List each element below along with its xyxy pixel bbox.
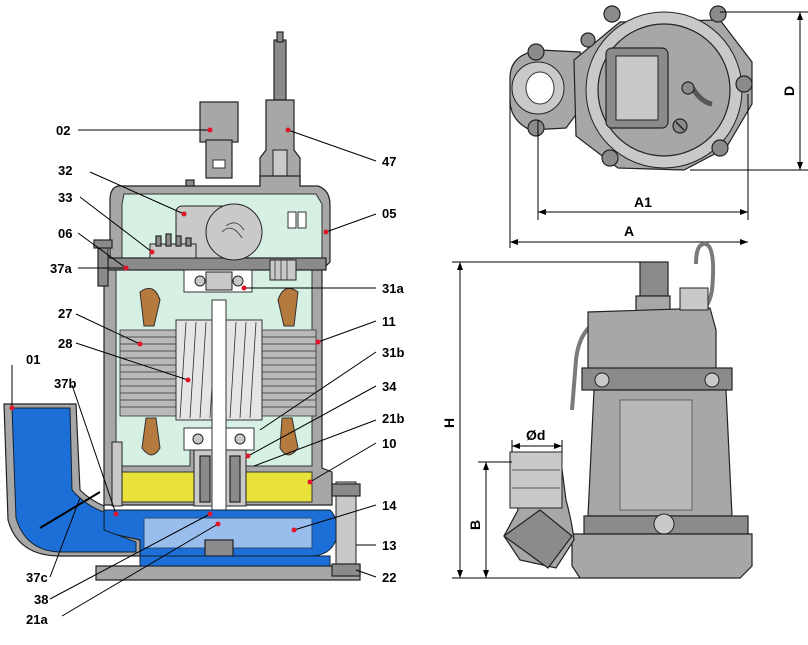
label-33: 33	[58, 190, 72, 205]
dim-d: D	[781, 86, 797, 96]
label-14: 14	[382, 498, 397, 513]
bolt-inner	[111, 441, 123, 507]
dim-a: A	[624, 223, 634, 239]
dim-od: Ød	[526, 427, 545, 443]
label-34: 34	[382, 379, 397, 394]
label-02: 02	[56, 123, 70, 138]
discharge-elbow-flow	[11, 407, 137, 553]
label-47: 47	[382, 154, 396, 169]
callout-labels: 02 32 33 06 37a 27 28 01 37b 37c 38 21a …	[26, 123, 404, 627]
dim-b: B	[467, 520, 483, 530]
oil-chamber-right	[241, 471, 313, 503]
label-37b: 37b	[54, 376, 76, 391]
cable-entry	[259, 31, 301, 187]
winding-head-upper-right	[277, 287, 299, 327]
side-view-dimensions: H B Ød	[441, 261, 640, 579]
winding-head-upper-left	[139, 287, 161, 327]
winding-head-lower-right	[279, 417, 299, 456]
label-37c: 37c	[26, 570, 48, 585]
label-13: 13	[382, 538, 396, 553]
label-11: 11	[382, 314, 396, 329]
label-28: 28	[58, 336, 72, 351]
label-27: 27	[58, 306, 72, 321]
bolt-right	[331, 481, 361, 577]
cutaway-section	[3, 31, 361, 581]
label-38: 38	[34, 592, 48, 607]
label-05: 05	[382, 206, 396, 221]
oil-chamber-left	[115, 471, 197, 503]
label-31b: 31b	[382, 345, 404, 360]
side-view	[502, 241, 753, 579]
callout-leaders	[11, 129, 377, 617]
winding-head-lower-left	[141, 417, 161, 456]
label-32: 32	[58, 163, 72, 178]
discharge-outlet	[199, 101, 239, 179]
upper-bearing	[183, 269, 253, 293]
label-31a: 31a	[382, 281, 404, 296]
callout-dots	[9, 127, 329, 533]
label-06: 06	[58, 226, 72, 241]
label-10: 10	[382, 436, 396, 451]
bolt-left	[93, 239, 113, 287]
label-22: 22	[382, 570, 396, 585]
label-21a: 21a	[26, 612, 48, 627]
label-01: 01	[26, 352, 40, 367]
label-37a: 37a	[50, 261, 72, 276]
dim-h: H	[441, 418, 457, 428]
top-view	[509, 5, 753, 171]
dim-a1: A1	[634, 194, 652, 210]
top-view-dimensions: A1 A D	[509, 11, 808, 248]
cable-clamp	[269, 259, 297, 281]
shaft-seal	[193, 299, 247, 531]
stator-right	[261, 329, 317, 417]
label-21b: 21b	[382, 411, 404, 426]
